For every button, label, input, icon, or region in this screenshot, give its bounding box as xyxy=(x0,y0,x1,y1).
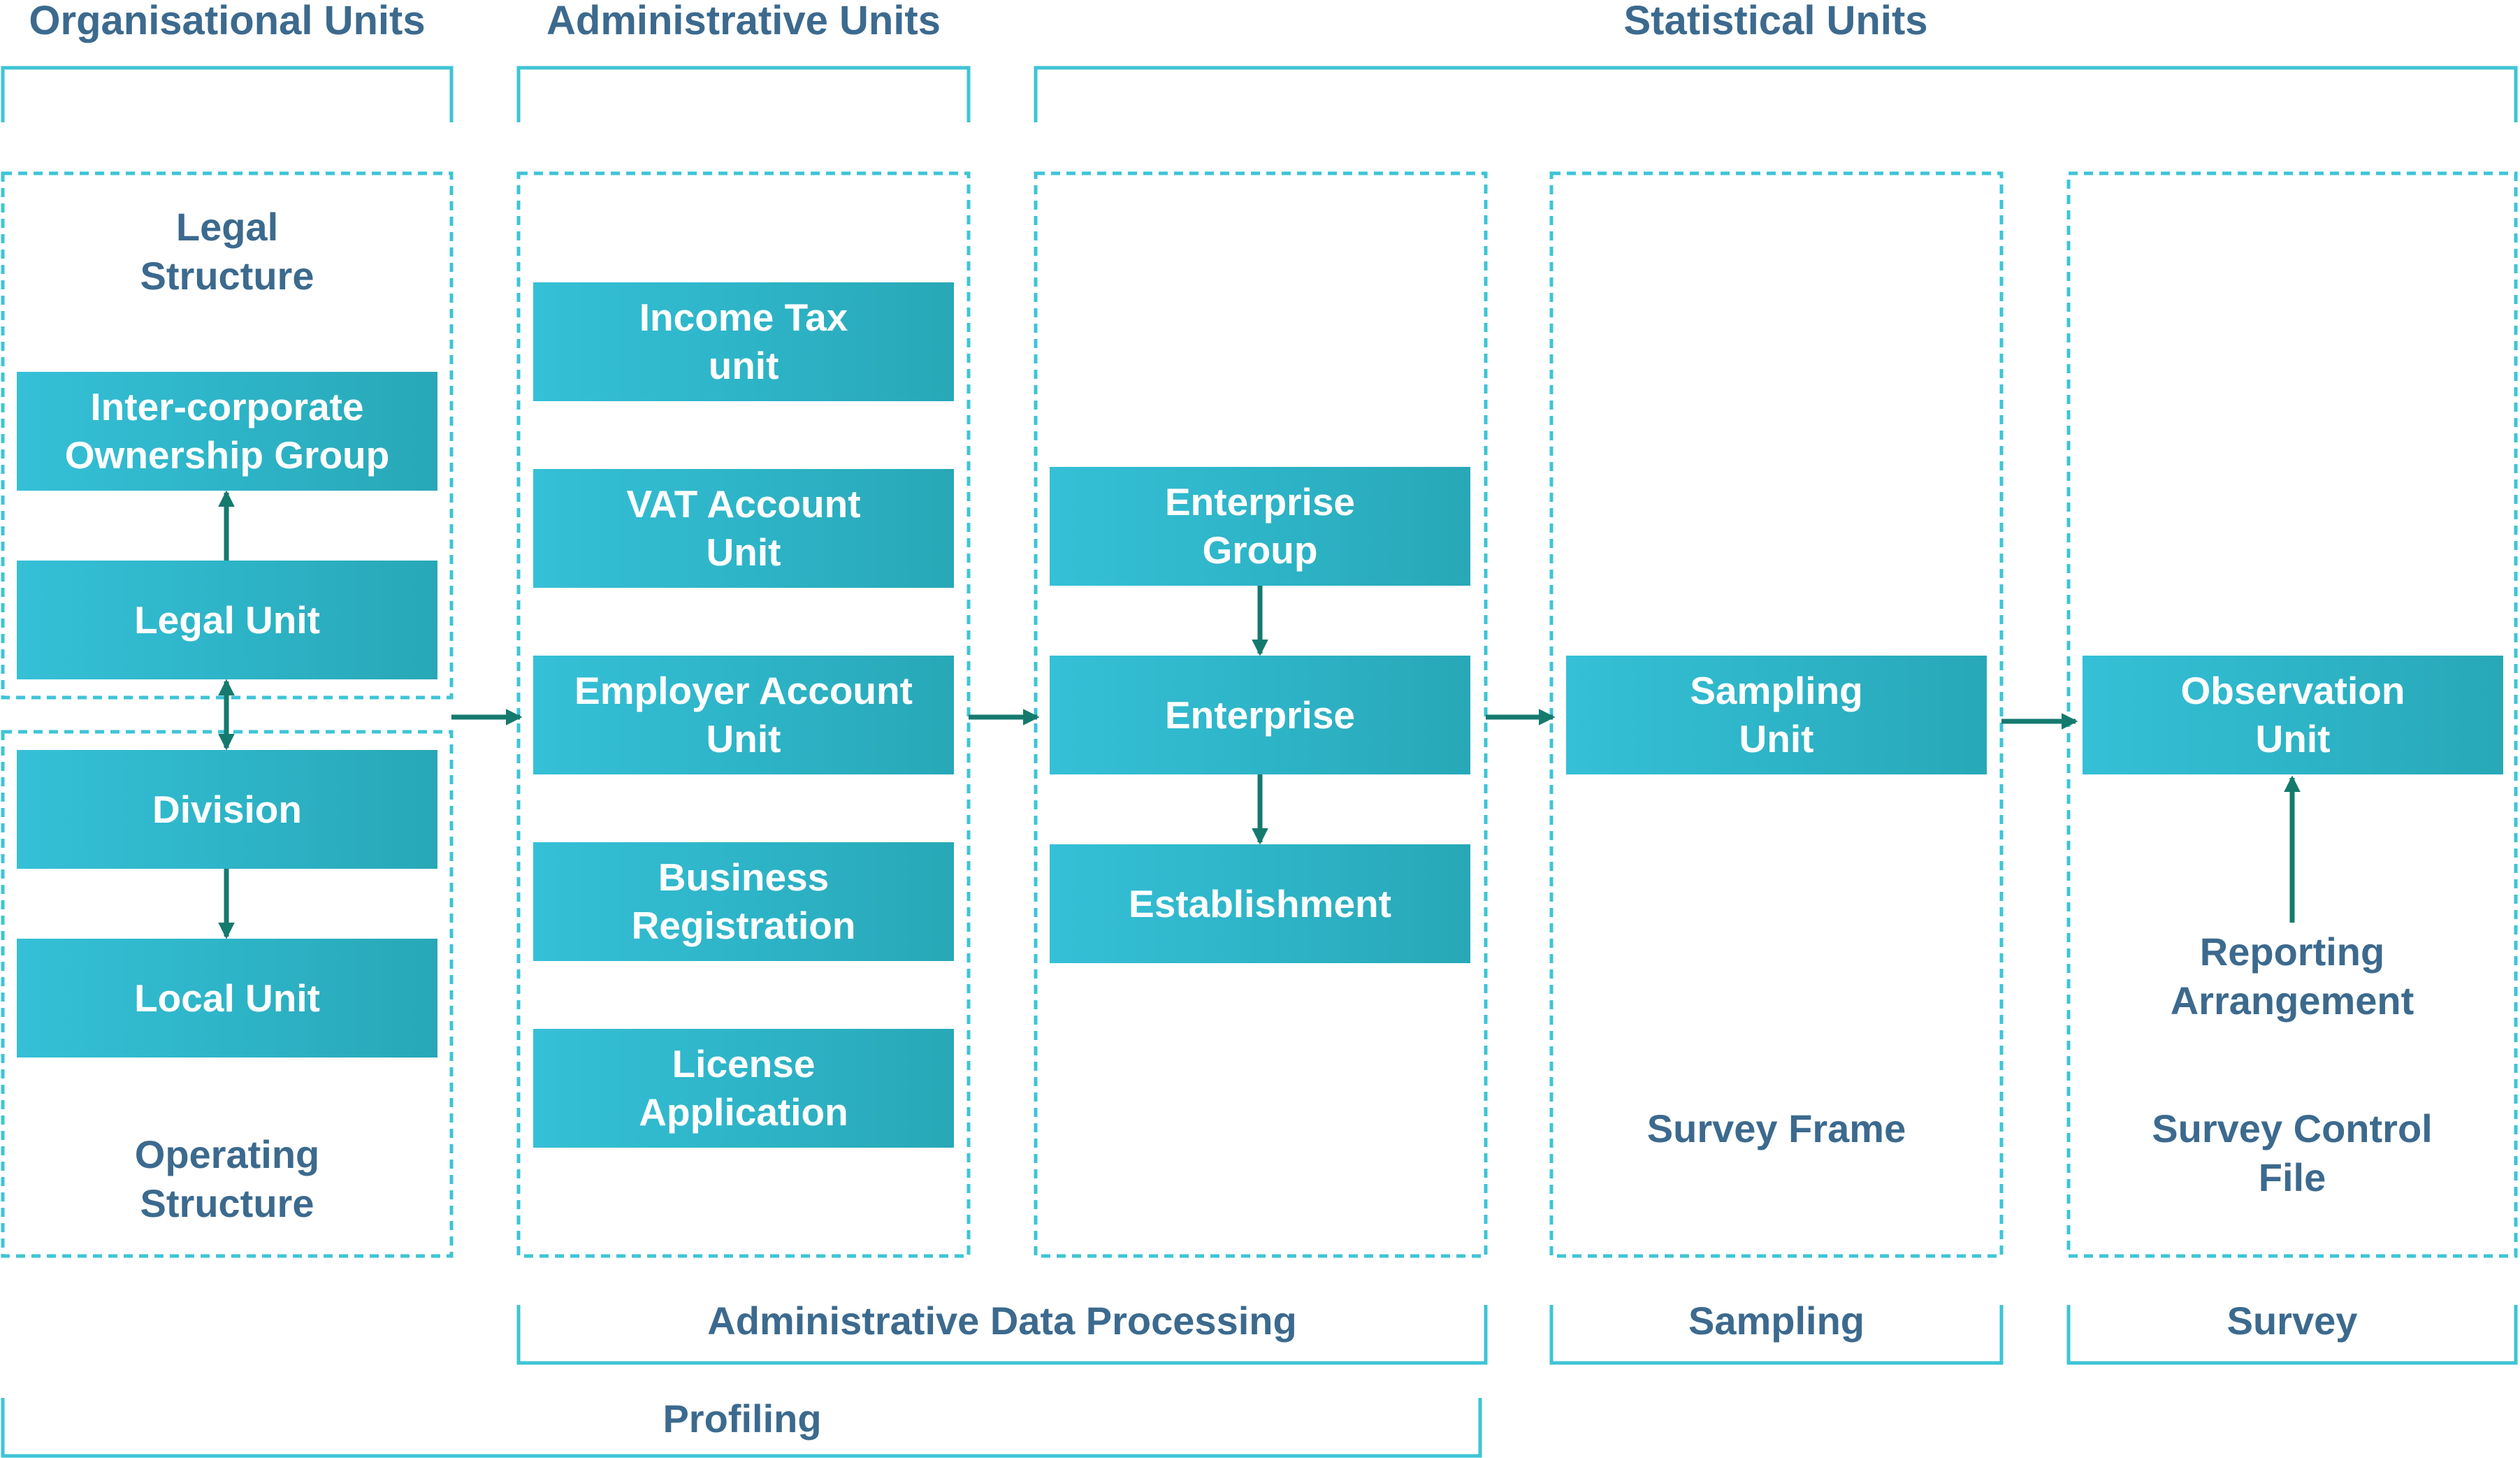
intercorporate-ownership-group-box: Inter-corporate Ownership Group xyxy=(17,372,437,491)
business-registration-box: Business Registration xyxy=(533,842,954,961)
bracket-statistical-units xyxy=(1034,66,2518,122)
profiling-label: Profiling xyxy=(662,1396,822,1441)
observation-unit-box: Observation Unit xyxy=(2083,656,2503,774)
legal-unit-box: Legal Unit xyxy=(17,561,437,679)
bracket-administrative-data-processing xyxy=(516,1305,1488,1365)
header-administrative-units: Administrative Units xyxy=(546,0,941,44)
bracket-administrative-units xyxy=(516,66,971,122)
establishment-box: Establishment xyxy=(1050,844,1470,963)
vat-account-unit-box: VAT Account Unit xyxy=(533,469,954,588)
division-box: Division xyxy=(17,750,437,869)
bracket-profiling xyxy=(1,1398,1482,1458)
employer-account-unit-box: Employer Account Unit xyxy=(533,656,954,774)
panel-legal-structure xyxy=(1,171,454,700)
survey-control-file-label: Survey Control File xyxy=(2152,1106,2433,1199)
legal-structure-label: Legal Structure xyxy=(140,205,314,298)
panel-survey xyxy=(2066,171,2518,1258)
sampling-unit-box: Sampling Unit xyxy=(1566,656,1987,774)
income-tax-unit-box: Income Tax unit xyxy=(533,282,954,401)
bracket-organisational-units xyxy=(1,66,454,122)
bracket-sampling xyxy=(1549,1305,2004,1365)
survey-frame-label: Survey Frame xyxy=(1646,1106,1906,1150)
enterprise-group-box: Enterprise Group xyxy=(1050,467,1470,586)
reporting-arrangement-label: Reporting Arrangement xyxy=(2170,930,2414,1023)
operating-structure-label: Operating Structure xyxy=(134,1132,320,1225)
license-application-box: License Application xyxy=(533,1029,954,1148)
header-statistical-units: Statistical Units xyxy=(1623,0,1928,44)
administrative-data-processing-label: Administrative Data Processing xyxy=(707,1299,1297,1343)
sampling-label: Sampling xyxy=(1688,1299,1865,1343)
local-unit-box: Local Unit xyxy=(17,939,437,1058)
survey-label: Survey xyxy=(2226,1299,2358,1343)
bracket-survey xyxy=(2066,1305,2518,1365)
enterprise-box: Enterprise xyxy=(1050,656,1470,774)
header-organisational-units: Organisational Units xyxy=(29,0,426,44)
